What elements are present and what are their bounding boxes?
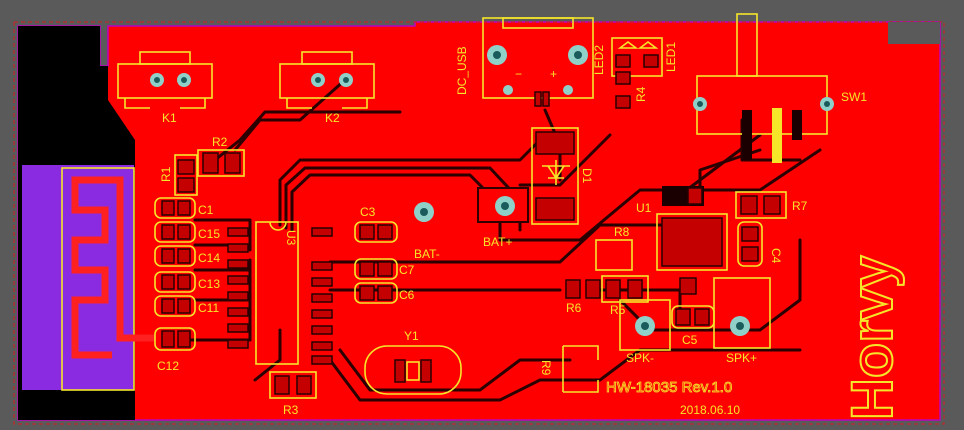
c1-label: C1 (198, 203, 214, 217)
board-outline (13, 21, 945, 425)
horvy-logo: Horvy (840, 256, 905, 420)
board-id-text: HW-18035 Rev.1.0 (606, 379, 732, 396)
k2-label: K2 (325, 111, 340, 125)
r2-resistor[interactable]: R2 (197, 135, 245, 177)
c13-capacitor[interactable]: C13 (154, 271, 220, 293)
bat-minus-pad[interactable]: BAT- (414, 202, 440, 261)
c7-capacitor[interactable]: C7 (354, 258, 415, 280)
sw1-switch[interactable]: SW1 (693, 13, 867, 163)
u1-chip[interactable]: U1 (636, 186, 728, 271)
sw1-label: SW1 (841, 90, 867, 104)
u3-label: U3 (284, 230, 298, 246)
d1-label: D1 (580, 168, 594, 184)
k1-label: K1 (162, 111, 177, 125)
c6-label: C6 (399, 288, 415, 302)
c11-label: C11 (198, 301, 219, 315)
k2-button[interactable]: K2 (279, 51, 375, 125)
r5-label: R5 (610, 303, 626, 317)
c4-label: C4 (769, 248, 783, 264)
y1-crystal[interactable]: Y1 (364, 329, 462, 395)
y1-label: Y1 (404, 329, 419, 343)
dc-usb-connector[interactable]: − + DC_USB (455, 17, 594, 107)
r3-resistor[interactable]: R3 (269, 371, 317, 417)
spk-minus-pad[interactable]: SPK- (619, 299, 671, 365)
r8-resistor[interactable]: R8 (595, 225, 633, 271)
led1-label: LED1 (664, 42, 678, 72)
c14-capacitor[interactable]: C14 (154, 245, 220, 267)
dc-usb-label: DC_USB (455, 46, 469, 95)
c6-capacitor[interactable]: C6 (354, 282, 415, 304)
c3-capacitor[interactable]: C3 (354, 205, 398, 243)
r3-label: R3 (283, 403, 299, 417)
c5-capacitor[interactable]: C5 (671, 277, 715, 347)
antenna-frame (61, 167, 135, 391)
usb-minus-mark: − (515, 67, 522, 81)
u3-left-pins (227, 227, 249, 349)
r9-component[interactable]: R9 (539, 345, 599, 393)
bat-plus-label: BAT+ (483, 235, 512, 249)
usb-plus-mark: + (550, 67, 557, 81)
capacitor-column: C1 C15 C14 C13 C11 C12 (154, 197, 220, 373)
d1-diode[interactable]: D1 (531, 127, 594, 225)
c14-label: C14 (198, 251, 220, 265)
r1-resistor[interactable]: R1 (159, 154, 198, 196)
u3-right-pins (311, 227, 333, 365)
notch-right (888, 22, 940, 44)
r5-resistor[interactable]: R5 (601, 275, 649, 317)
r2-label: R2 (212, 135, 228, 149)
r6-label: R6 (566, 301, 582, 315)
r7-resistor[interactable]: R7 (735, 191, 808, 219)
r8-label: R8 (614, 225, 630, 239)
bat-minus-label: BAT- (414, 247, 440, 261)
r4-label: R4 (634, 86, 648, 102)
spk-plus-pad[interactable]: SPK+ (713, 277, 771, 365)
r1-label: R1 (159, 166, 173, 182)
c1-capacitor[interactable]: C1 (154, 197, 214, 219)
spk-minus-label: SPK- (626, 351, 654, 365)
antenna-meander (71, 176, 155, 359)
c13-label: C13 (198, 277, 220, 291)
led-group[interactable]: LED2 LED1 R4 (592, 37, 678, 109)
u1-label: U1 (636, 201, 652, 215)
spk-plus-label: SPK+ (726, 351, 757, 365)
c15-label: C15 (198, 227, 220, 241)
led2-label: LED2 (592, 45, 606, 75)
c11-capacitor[interactable]: C11 (154, 295, 219, 317)
c12-label: C12 (157, 359, 179, 373)
bat-plus-pad[interactable]: BAT+ (477, 187, 529, 249)
c15-capacitor[interactable]: C15 (154, 221, 220, 243)
r9-label: R9 (539, 360, 553, 376)
c7-label: C7 (399, 263, 415, 277)
board-date-text: 2018.06.10 (680, 403, 740, 417)
c12-capacitor[interactable]: C12 (154, 327, 196, 373)
u3-chip[interactable]: U3 (227, 221, 333, 365)
c5-label: C5 (682, 333, 698, 347)
k1-button[interactable]: K1 (117, 51, 213, 125)
r6-resistor[interactable]: R6 (565, 279, 601, 315)
c4-capacitor[interactable]: C4 (737, 221, 783, 267)
c3-label: C3 (360, 205, 376, 219)
r7-label: R7 (792, 199, 808, 213)
